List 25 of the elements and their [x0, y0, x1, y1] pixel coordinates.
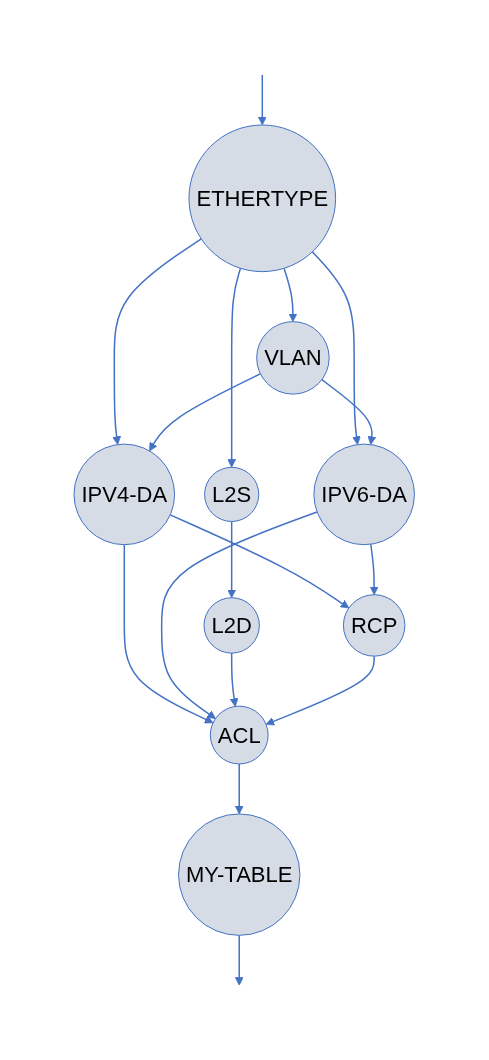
arrow — [161, 511, 319, 719]
node-circle: ETHERTYPE — [188, 124, 337, 272]
node-circle: L2D — [203, 597, 261, 654]
arrow — [283, 267, 298, 322]
arrow — [169, 514, 350, 609]
node-circle: IPV6-DA — [313, 443, 416, 546]
arrow — [258, 74, 267, 126]
node-circle: RCP — [343, 594, 406, 657]
node-circle: IPV4-DA — [73, 443, 176, 546]
arrow — [112, 237, 203, 445]
arrow — [321, 378, 377, 445]
arrow — [227, 520, 237, 598]
arrow — [311, 250, 362, 445]
node-circle: MY-TABLE — [178, 813, 301, 936]
arrow — [370, 543, 379, 595]
arrow — [123, 543, 214, 724]
node-circle: VLAN — [256, 320, 330, 395]
arrow — [265, 655, 376, 726]
node-circle: ACL — [210, 705, 269, 765]
arrow — [227, 267, 242, 468]
node-circle: L2S — [204, 466, 260, 522]
arrow — [230, 652, 239, 707]
arrow — [235, 934, 244, 986]
arrow — [235, 763, 244, 815]
arrow — [149, 372, 262, 452]
